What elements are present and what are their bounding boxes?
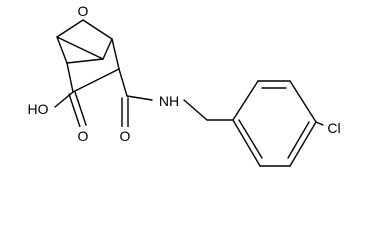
chlorine-label: Cl [327,120,340,136]
amide-nitrogen-label: NH [159,93,179,109]
amide-group [121,95,208,128]
bridge-oxygen-label: O [78,3,89,19]
chemical-structure: O HO O O NH Cl [27,3,341,167]
amide-carbonyl-oxygen-label: O [120,128,131,144]
bicyclic-framework [56,19,128,97]
acid-carbonyl-oxygen-label: O [78,128,89,144]
chlorophenyl-ring [206,80,324,167]
hydroxyl-label: HO [28,101,49,117]
carboxylic-acid-group [54,91,87,128]
